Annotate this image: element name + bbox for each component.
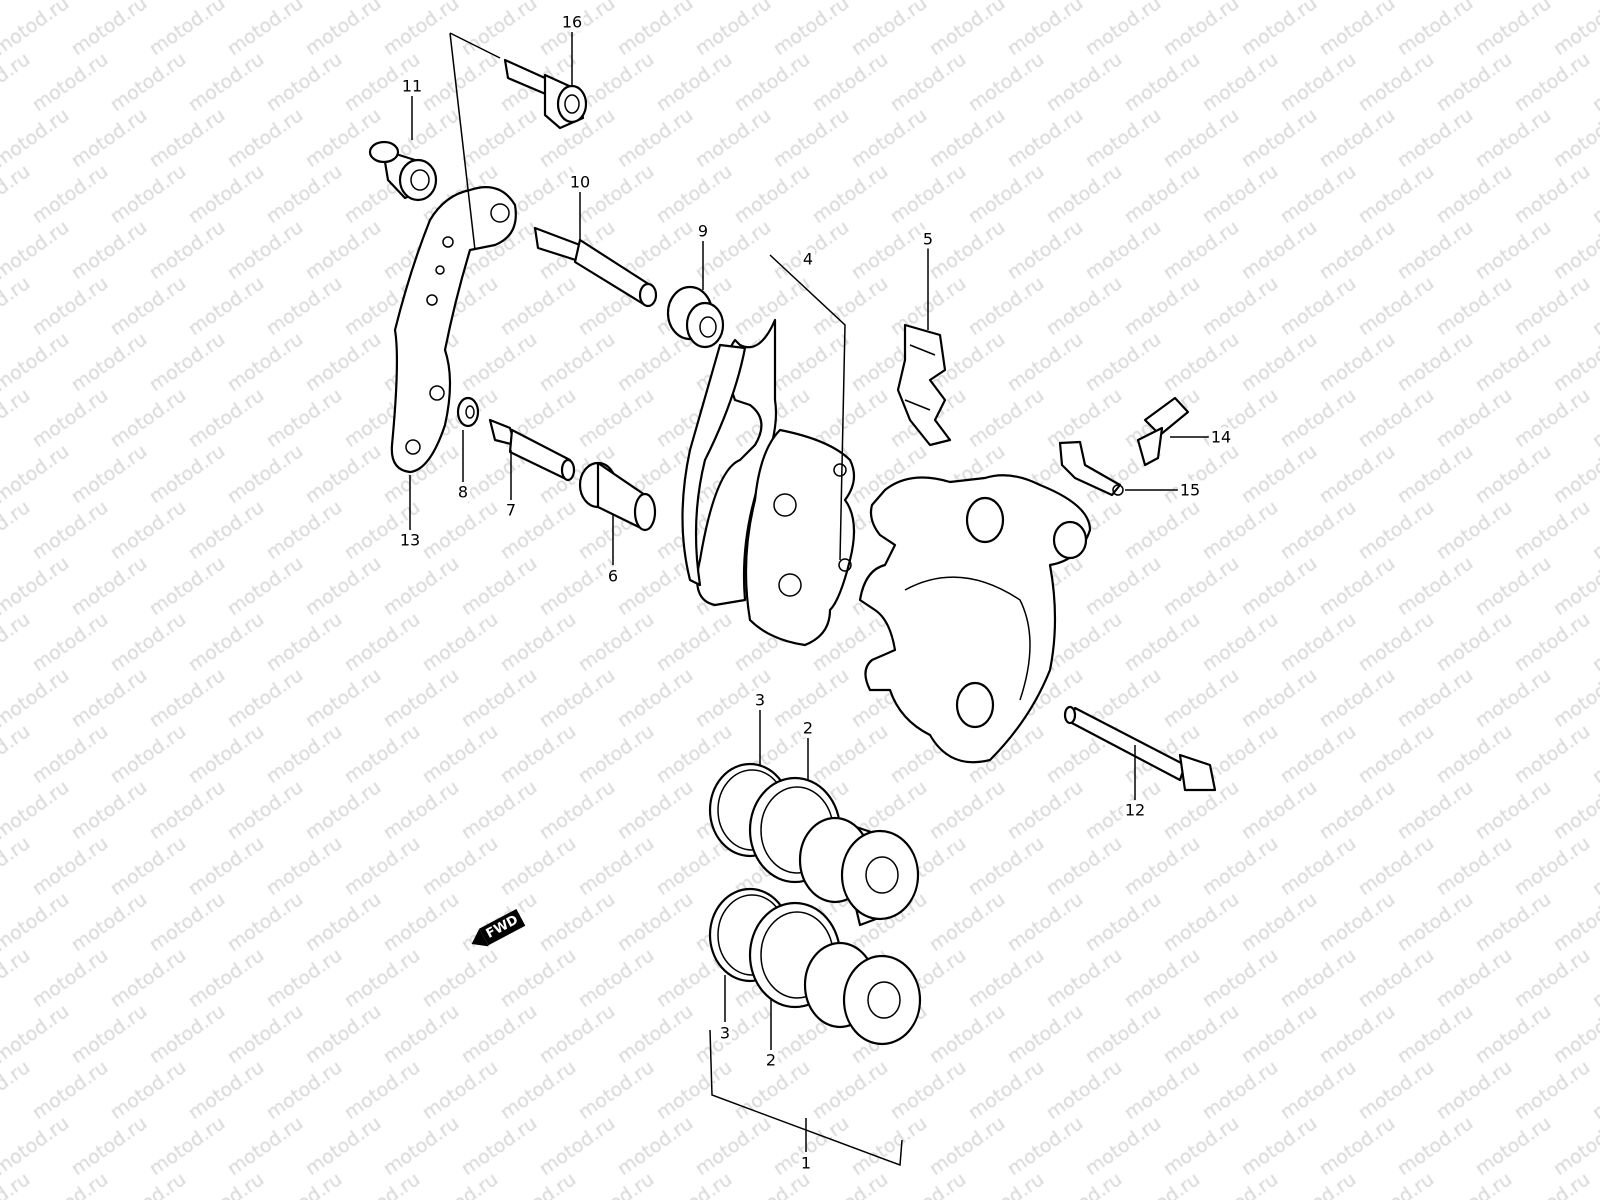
callout-2-seal-upper: 2 xyxy=(800,718,816,738)
part-bracket-13 xyxy=(390,186,517,474)
callout-14-bleeder-valve: 14 xyxy=(1208,427,1234,447)
callout-3-seal-lower: 3 xyxy=(717,1023,733,1043)
callout-11-spacer: 11 xyxy=(399,76,425,96)
callout-4-pad-set: 4 xyxy=(800,249,816,269)
part-washer-8 xyxy=(456,396,480,428)
part-spacer-11 xyxy=(368,140,438,202)
part-lower-piston-group xyxy=(708,887,922,1046)
callout-15-cap: 15 xyxy=(1177,480,1203,500)
part-boot-9 xyxy=(666,285,725,349)
part-bolt-7 xyxy=(488,418,576,482)
callout-1-piston-set: 1 xyxy=(798,1153,814,1173)
part-spring-5 xyxy=(896,323,952,447)
part-pad-pin-12 xyxy=(1063,705,1217,792)
callout-7-bolt: 7 xyxy=(503,500,519,520)
leader-line xyxy=(449,32,501,251)
callout-9-boot: 9 xyxy=(695,221,711,241)
callout-8-washer: 8 xyxy=(455,482,471,502)
part-upper-piston-group xyxy=(708,762,920,927)
part-pin-6 xyxy=(578,461,657,532)
callout-13-bracket: 13 xyxy=(397,530,423,550)
callout-3-seal-upper: 3 xyxy=(752,690,768,710)
part-pin-10 xyxy=(533,226,658,308)
callout-6-pin: 6 xyxy=(605,566,621,586)
callout-2-seal-lower: 2 xyxy=(763,1050,779,1070)
part-caliper-body xyxy=(858,474,1092,764)
part-bolt-16 xyxy=(503,58,588,130)
callout-12-pad-pin: 12 xyxy=(1122,800,1148,820)
part-cap-15 xyxy=(1058,440,1124,497)
leader-lines xyxy=(409,32,1210,1152)
part-pads-4 xyxy=(681,318,856,647)
callout-10-pin: 10 xyxy=(567,172,593,192)
callout-5-pad-spring: 5 xyxy=(920,229,936,249)
part-bleeder-14 xyxy=(1136,396,1190,467)
callout-16-bolt: 16 xyxy=(559,12,585,32)
leader-line xyxy=(769,254,846,561)
